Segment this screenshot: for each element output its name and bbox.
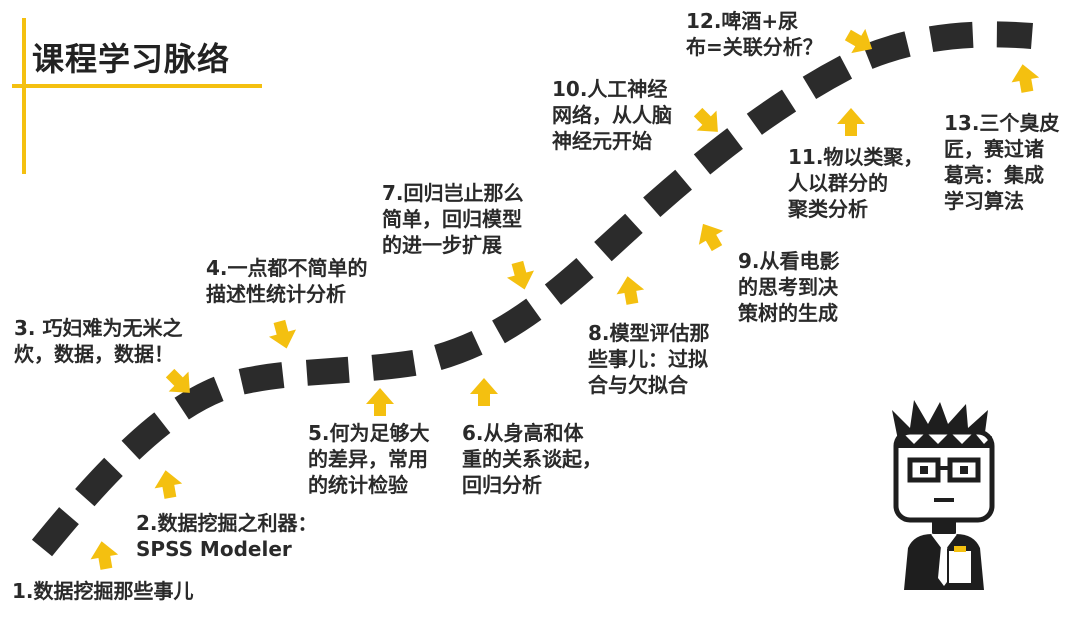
- arrow-10-icon: [688, 102, 728, 142]
- milestone-4-label: 4.一点都不简单的 描述性统计分析: [206, 256, 368, 306]
- milestone-3-label: 3. 巧妇难为无米之 炊，数据，数据！: [14, 316, 183, 366]
- milestone-1-label: 1.数据挖掘那些事儿: [12, 579, 194, 603]
- arrow-4-icon: [265, 317, 301, 353]
- milestone-2-label: 2.数据挖掘之利器： SPSS Modeler: [136, 511, 318, 561]
- title-accent-horizontal-line: [12, 84, 262, 88]
- milestone-8-label: 8.模型评估那 些事儿：过拟 合与欠拟合: [588, 321, 710, 397]
- milestone-7-label: 7.回归岂止那么 简单，回归模型 的进一步扩展: [382, 181, 524, 257]
- milestone-10-label: 10.人工神经 网络，从人脑 神经元开始: [552, 77, 672, 153]
- arrow-13-icon: [1008, 61, 1042, 95]
- milestone-5-label: 5.何为足够大 的差异，常用 的统计检验: [308, 421, 430, 497]
- milestone-9-label: 9.从看电影 的思考到决 策树的生成: [738, 249, 840, 325]
- page-title: 课程学习脉络: [32, 40, 231, 78]
- title-accent-vertical-line: [22, 18, 26, 174]
- arrow-7-icon: [503, 258, 539, 294]
- arrow-12-icon: [840, 22, 880, 62]
- milestone-12-label: 12.啤酒+尿 布=关联分析？: [686, 9, 823, 59]
- arrow-8-icon: [613, 273, 647, 307]
- arrow-6-icon: [470, 378, 498, 406]
- milestone-11-label: 11.物以类聚， 人以群分的 聚类分析: [788, 145, 924, 221]
- arrow-1-icon: [87, 538, 121, 572]
- arrow-5-icon: [366, 388, 394, 416]
- milestone-6-label: 6.从身高和体 重的关系谈起， 回归分析: [462, 421, 602, 497]
- arrow-2-icon: [151, 467, 185, 501]
- cartoon-character-illustration: [892, 400, 995, 590]
- milestone-13-label: 13.三个臭皮 匠，赛过诸 葛亮：集成 学习算法: [944, 111, 1060, 213]
- arrow-3-icon: [160, 363, 200, 403]
- arrow-9-icon: [690, 216, 730, 256]
- arrow-11-icon: [837, 108, 865, 136]
